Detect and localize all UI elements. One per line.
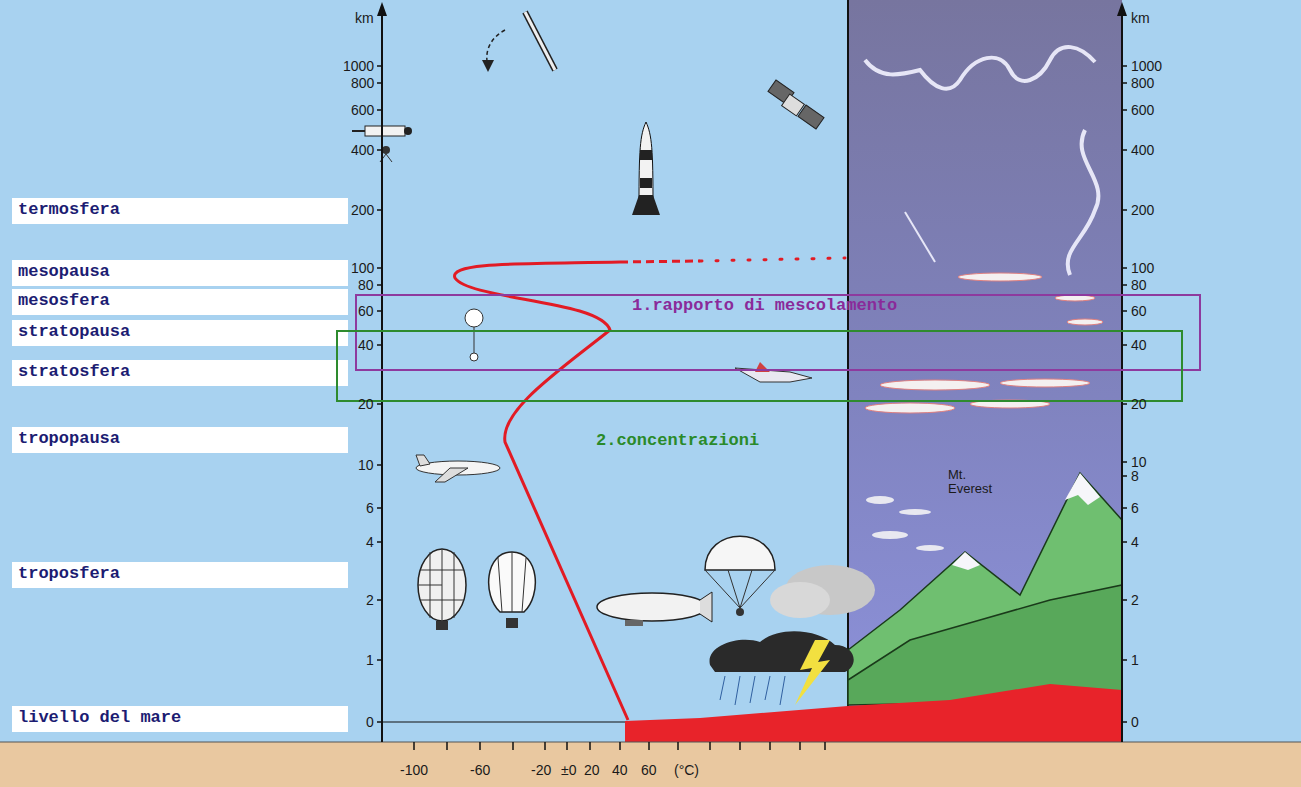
- altitude-tick: 200: [351, 202, 374, 218]
- axes: [382, 12, 1122, 742]
- layer-label-box: stratosfera: [12, 360, 348, 386]
- altitude-tick: 6: [366, 500, 374, 516]
- altitude-tick: 800: [1131, 75, 1154, 91]
- axis-ticks: [377, 66, 1127, 750]
- ground: [625, 684, 1122, 742]
- hot-air-balloon: [489, 552, 536, 628]
- layer-name: stratosfera: [12, 360, 348, 384]
- layer-name: livello del mare: [12, 706, 348, 730]
- airplane: [416, 455, 500, 482]
- altitude-tick: 100: [351, 260, 374, 276]
- temperature-tick: (°C): [674, 762, 699, 778]
- layer-label-box: troposfera: [12, 562, 348, 588]
- layer-name: mesosfera: [12, 289, 348, 313]
- probe: [482, 12, 555, 72]
- altitude-tick: 10: [358, 457, 374, 473]
- divider-line: [847, 0, 849, 742]
- altitude-tick: 8: [1131, 468, 1139, 484]
- temperature-tick: -100: [400, 762, 428, 778]
- altitude-tick: 800: [351, 75, 374, 91]
- layer-name: troposfera: [12, 562, 348, 586]
- altitude-tick: 0: [366, 714, 374, 730]
- layer-label-box: termosfera: [12, 198, 348, 224]
- altitude-tick: 2: [366, 592, 374, 608]
- altitude-tick: 6: [1131, 500, 1139, 516]
- altitude-tick: 1000: [1131, 58, 1162, 74]
- satellite: [768, 80, 824, 129]
- altitude-tick: 60: [1131, 303, 1147, 319]
- axis-unit: km: [1131, 10, 1150, 26]
- altitude-tick: 80: [1131, 277, 1147, 293]
- altitude-tick: 600: [1131, 102, 1154, 118]
- altitude-tick: 60: [358, 303, 374, 319]
- altitude-tick: 20: [358, 396, 374, 412]
- region-frame: 1.rapporto di mescolamento: [355, 294, 1201, 371]
- soil-band: [0, 742, 1301, 787]
- altitude-tick: 80: [358, 277, 374, 293]
- axis-arrow: [377, 2, 387, 16]
- altitude-tick: 20: [1131, 396, 1147, 412]
- region-title: 2.concentrazioni: [596, 432, 759, 450]
- altitude-tick: 10: [1131, 454, 1147, 470]
- layer-label-box: stratopausa: [12, 320, 348, 346]
- layer-name: mesopausa: [12, 260, 348, 284]
- altitude-tick: 40: [1131, 337, 1147, 353]
- altitude-tick: 4: [1131, 534, 1139, 550]
- altitude-tick: 1: [366, 652, 374, 668]
- layer-label-box: mesopausa: [12, 260, 348, 286]
- layer-label-box: mesosfera: [12, 289, 348, 315]
- temperature-curve-dotted: [700, 258, 845, 261]
- altitude-tick: 40: [358, 337, 374, 353]
- altitude-tick: 4: [366, 534, 374, 550]
- region-frame: 2.concentrazioni: [336, 330, 1183, 402]
- layer-name: tropopausa: [12, 427, 348, 451]
- region-title: 1.rapporto di mescolamento: [632, 297, 897, 315]
- axis-arrow: [1117, 2, 1127, 16]
- temperature-tick: ±0: [561, 762, 576, 778]
- temperature-tick: 20: [584, 762, 600, 778]
- layer-label-box: livello del mare: [12, 706, 348, 732]
- altitude-tick: 2: [1131, 592, 1139, 608]
- altitude-tick: 1: [1131, 652, 1139, 668]
- altitude-tick: 1000: [343, 58, 374, 74]
- peak-name: Mt. Everest: [948, 468, 1006, 496]
- altitude-tick: 600: [351, 102, 374, 118]
- temperature-tick: 40: [612, 762, 628, 778]
- altitude-tick: 400: [1131, 142, 1154, 158]
- storm-cloud: [710, 565, 875, 705]
- parachute: [705, 536, 775, 616]
- weather-balloon: [465, 309, 483, 361]
- zeppelin: [597, 592, 712, 626]
- altitude-tick: 100: [1131, 260, 1154, 276]
- axis-unit: km: [355, 10, 374, 26]
- temperature-tick: 60: [641, 762, 657, 778]
- rocket: [632, 122, 660, 215]
- altitude-tick: 200: [1131, 202, 1154, 218]
- altitude-tick: 0: [1131, 714, 1139, 730]
- right-panel: [848, 0, 1122, 742]
- mountains: [848, 473, 1122, 705]
- jet: [735, 362, 812, 382]
- temperature-tick: -20: [531, 762, 551, 778]
- temperature-curve-dashed: [620, 261, 700, 262]
- temperature-tick: -60: [470, 762, 490, 778]
- gas-balloon: [418, 549, 466, 630]
- layer-label-box: tropopausa: [12, 427, 348, 453]
- altitude-tick: 400: [351, 142, 374, 158]
- layer-name: termosfera: [12, 198, 348, 222]
- layer-name: stratopausa: [12, 320, 348, 344]
- aurora: [865, 47, 1098, 275]
